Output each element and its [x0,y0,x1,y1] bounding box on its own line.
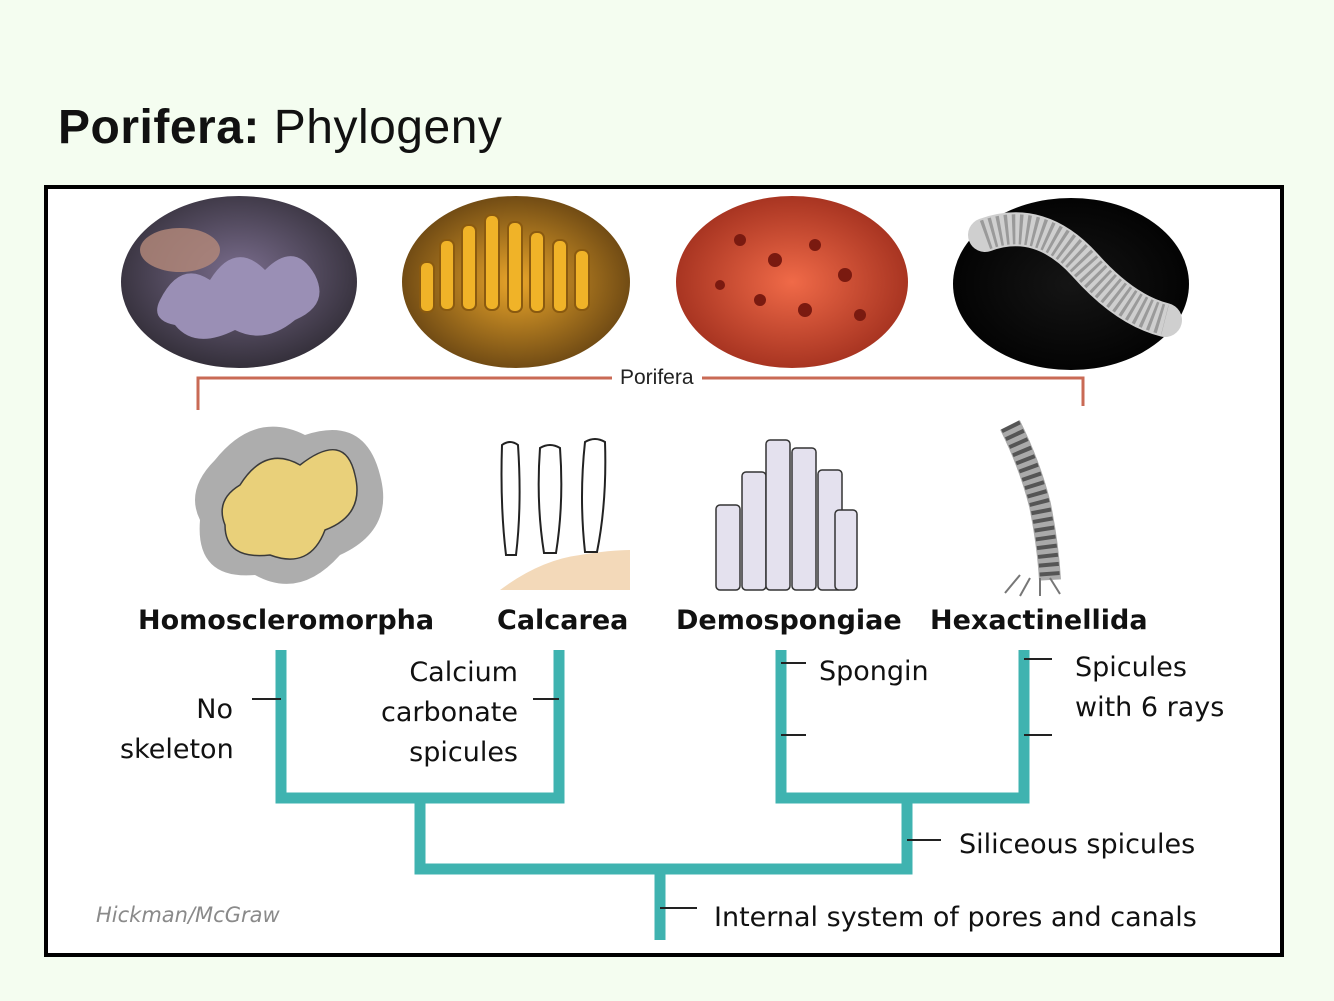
taxon-calcarea: Calcarea [497,605,628,636]
drawing-calcarea [500,439,630,590]
taxon-homoscleromorpha: Homoscleromorpha [138,605,434,636]
character-spongin: Spongin [819,652,929,692]
photo-hexactinellida [953,198,1189,370]
taxon-demospongiae: Demospongiae [676,605,902,636]
character-pores: Internal system of pores and canals [714,898,1197,938]
taxon-hexactinellida: Hexactinellida [930,605,1148,636]
photo-homoscleromorpha [121,196,357,368]
drawing-demospongiae [716,440,857,590]
drawing-homoscleromorpha [195,427,383,584]
image-credit: Hickman/McGraw [96,903,280,927]
porifera-label: Porifera [612,366,702,390]
character-siliceous: Siliceous spicules [959,825,1195,865]
drawing-hexactinellida [1005,425,1060,596]
photo-demospongiae [676,196,908,368]
photo-calcarea [402,196,630,368]
